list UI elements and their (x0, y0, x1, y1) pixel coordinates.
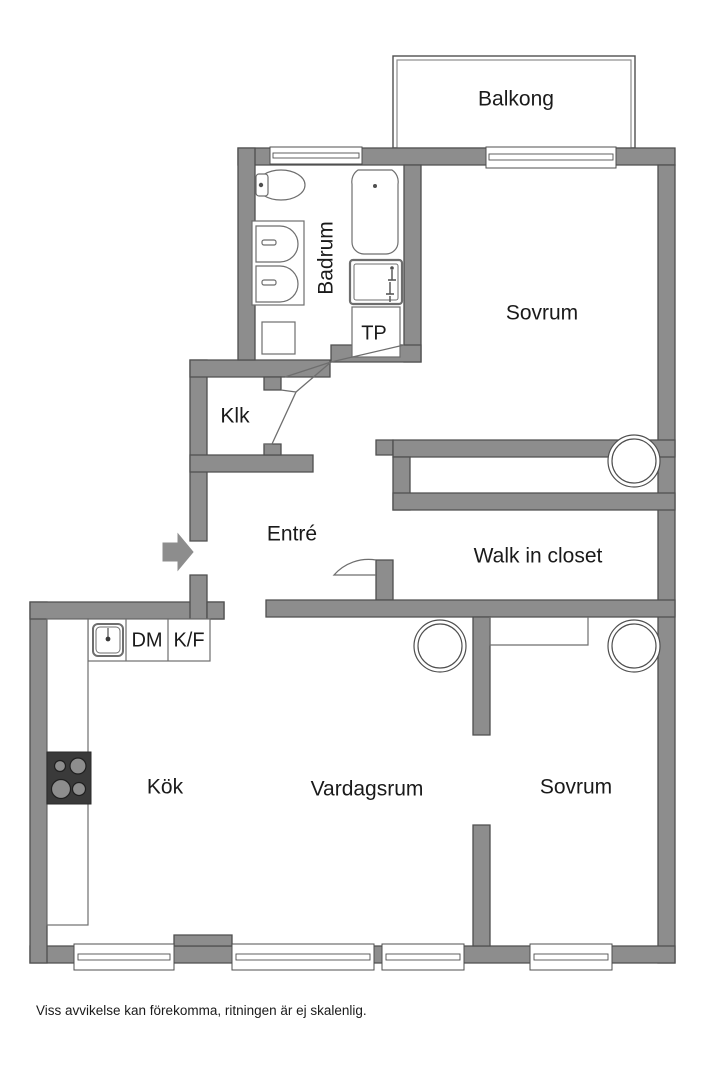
shower-fixture (348, 258, 404, 306)
bathtub-fixture (351, 169, 399, 255)
room-label-kok: Kök (147, 776, 184, 799)
room-labels: Balkong Badrum Sovrum Klk Entré Walk in … (147, 88, 612, 801)
room-label-sovrum-bottom: Sovrum (540, 776, 612, 799)
room-label-walk-in-closet: Walk in closet (474, 545, 603, 568)
closet-shelf-lines (489, 617, 589, 646)
cabinet-fixture (261, 321, 296, 355)
laundry-tower-fixture (351, 306, 401, 358)
window-sovrum-top (485, 146, 617, 169)
radiator-group (413, 434, 661, 673)
stove-fixture (46, 751, 92, 805)
toilet-fixture (255, 169, 306, 201)
bathroom-fixtures (251, 169, 404, 358)
wardrobe-outline-sovrum-bottom (489, 617, 589, 646)
appliance-labels: TP DM K/F (131, 322, 386, 651)
bathroom-door-leaf (295, 361, 332, 393)
window-sovrum-bottom (529, 943, 613, 971)
closet-door-swing (264, 389, 297, 445)
room-label-balkong: Balkong (478, 88, 554, 111)
balcony-outline (392, 55, 636, 149)
drawing-caption: Viss avvikelse kan förekomma, ritningen … (36, 1002, 367, 1020)
appliance-label-kf: K/F (173, 629, 204, 651)
room-label-entre: Entré (267, 523, 317, 546)
radiator-walk-in-closet (607, 619, 661, 673)
window-vardagsrum-bottom-1 (231, 943, 375, 971)
kitchen-fixtures (46, 618, 211, 926)
entry-door-swing (332, 558, 377, 576)
room-label-sovrum-top: Sovrum (506, 302, 578, 325)
window-kok-bottom (73, 943, 175, 971)
entrance-direction-arrow (162, 532, 194, 572)
bathroom-door-swing (284, 361, 332, 378)
room-label-badrum: Badrum (315, 221, 338, 295)
window-vardagsrum-bottom-2 (381, 943, 465, 971)
bathroom-door-diagonal (330, 344, 405, 363)
window-badrum-top (269, 146, 363, 165)
room-label-klk: Klk (220, 405, 250, 428)
sink-fixture-upper (255, 225, 299, 263)
window-group (73, 146, 617, 971)
caption-text: Viss avvikelse kan förekomma, ritningen … (36, 1003, 367, 1018)
appliance-label-tp: TP (361, 322, 387, 344)
door-swings (264, 361, 377, 576)
appliance-label-dm: DM (131, 629, 162, 651)
sink-fixture-lower (255, 265, 299, 303)
radiator-vardagsrum (413, 619, 467, 673)
room-label-vardagsrum: Vardagsrum (311, 778, 424, 801)
kitchen-sink-fixture (92, 623, 124, 657)
radiator-sovrum-top (607, 434, 661, 488)
